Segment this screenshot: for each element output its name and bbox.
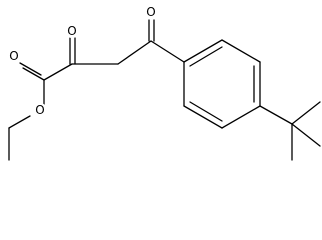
bond-methylene-aryl-keto-carbon <box>117 40 152 65</box>
ester-ether-oxygen: O <box>33 103 47 117</box>
alpha-keto-oxygen: O <box>65 24 79 38</box>
ester-carbonyl-oxygen: O <box>7 49 21 63</box>
bond-ring-quaternary-carbon <box>259 105 293 125</box>
bond-ester-carbonyl-double-a <box>22 67 45 81</box>
chemical-structure: O O O O <box>7 5 321 161</box>
ring-bond-5-inner <box>189 101 223 122</box>
ring-bond-5 <box>183 105 223 129</box>
bond-ethyl-ch2-oxygen <box>8 115 31 129</box>
bond-aryl-keto-carbon-ring <box>150 40 185 63</box>
ester-carbonyl-oxygen-label: O <box>9 49 18 63</box>
ring-bond-1 <box>183 39 223 63</box>
bond-tert-butyl-methyl-up <box>291 101 321 125</box>
bond-ester-carbonyl-double-b <box>19 62 42 76</box>
ester-ether-oxygen-label: O <box>35 103 44 117</box>
aryl-keto-oxygen: O <box>144 5 158 19</box>
alpha-keto-oxygen-label: O <box>67 24 76 38</box>
ring-bond-2 <box>221 39 261 63</box>
aryl-keto-oxygen-label: O <box>146 5 155 19</box>
bond-ester-carbon-alpha-keto-carbon <box>43 63 73 81</box>
ring-bond-1-inner <box>189 46 223 67</box>
bond-tert-butyl-methyl-right <box>291 123 321 147</box>
ring-bond-4 <box>221 105 261 129</box>
